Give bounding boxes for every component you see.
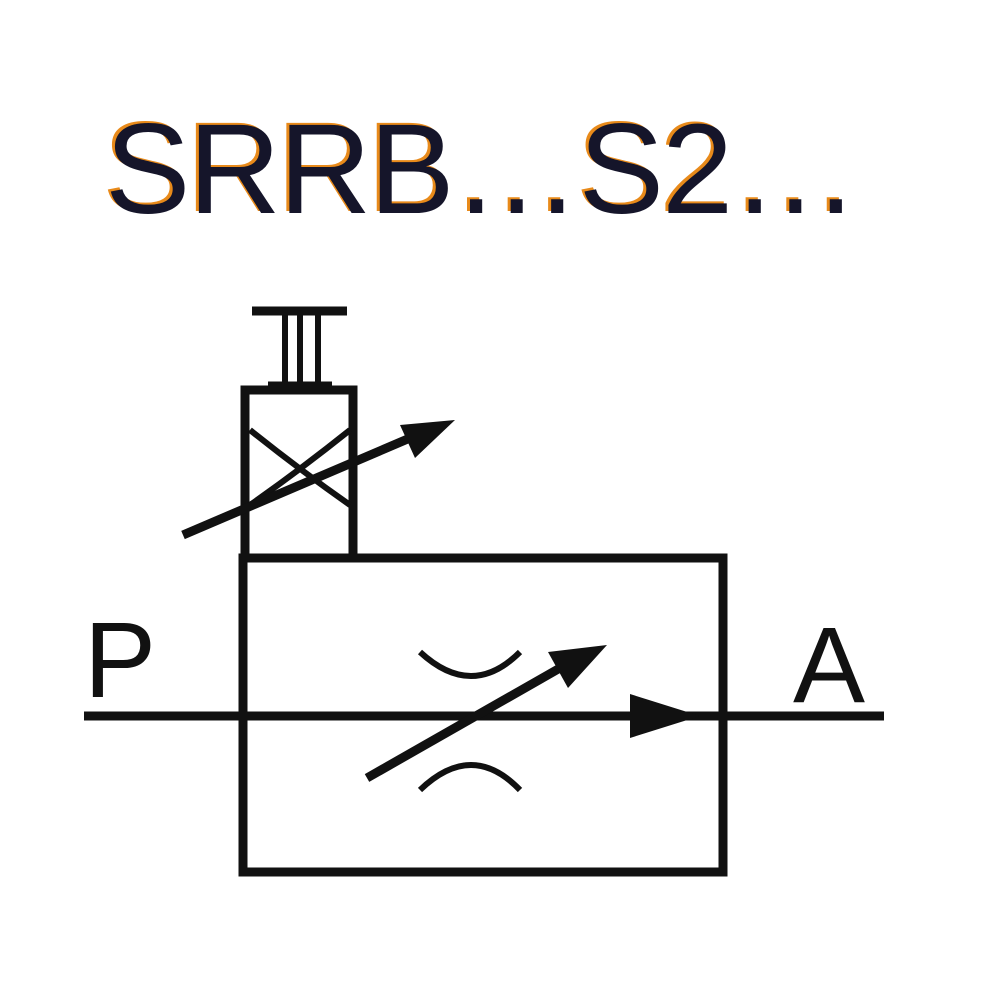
port-label-a: A <box>793 604 866 725</box>
diagram-title: SRRB…S2… <box>105 98 859 241</box>
flow-direction-arrow-icon <box>630 694 700 738</box>
throttle-adjust-arrow-icon <box>364 645 607 782</box>
pilot-adjust-arrow-icon <box>181 420 455 540</box>
throttle-icon <box>417 649 523 793</box>
adjustment-knob-icon <box>252 306 347 391</box>
port-label-p: P <box>84 599 157 720</box>
